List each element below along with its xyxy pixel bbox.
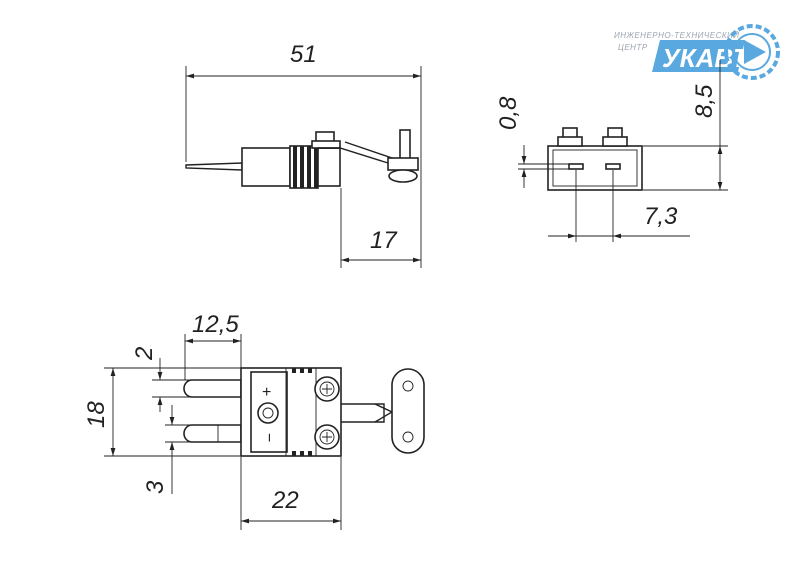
dim-pin-length: 12,5	[192, 311, 239, 338]
dim-pin-width: 2	[131, 347, 158, 361]
dim-body-height: 18	[83, 401, 110, 428]
dim-overall-length: 51	[290, 41, 317, 68]
front-view: 0,8 8,5 7,3	[495, 60, 728, 242]
screw-icon	[314, 424, 340, 450]
dim-height: 8,5	[691, 84, 718, 118]
screw-icon	[314, 376, 340, 402]
logo-brand: УКАВТ	[662, 43, 750, 73]
dim-pin-spacing-side: 7,3	[644, 203, 678, 230]
side-view: 51 17	[185, 41, 422, 268]
top-view: + − 12,5 2 18	[83, 311, 425, 530]
logo-subtitle-center: ЦЕНТР	[618, 43, 648, 52]
mark-plus: +	[262, 384, 271, 401]
mark-minus: −	[260, 433, 277, 442]
gear-icon	[724, 24, 780, 80]
dim-pin-thickness: 0,8	[495, 96, 522, 130]
dim-terminal-length: 17	[370, 227, 398, 254]
logo-subtitle: ИНЖЕНЕРНО-ТЕХНИЧЕСКИЙ	[614, 31, 740, 40]
logo: ИНЖЕНЕРНО-ТЕХНИЧЕСКИЙ ЦЕНТР УКАВТ	[614, 24, 780, 80]
logo-banner	[652, 40, 745, 72]
dim-body-length: 22	[271, 487, 299, 514]
dim-pin-gap: 3	[142, 480, 169, 494]
